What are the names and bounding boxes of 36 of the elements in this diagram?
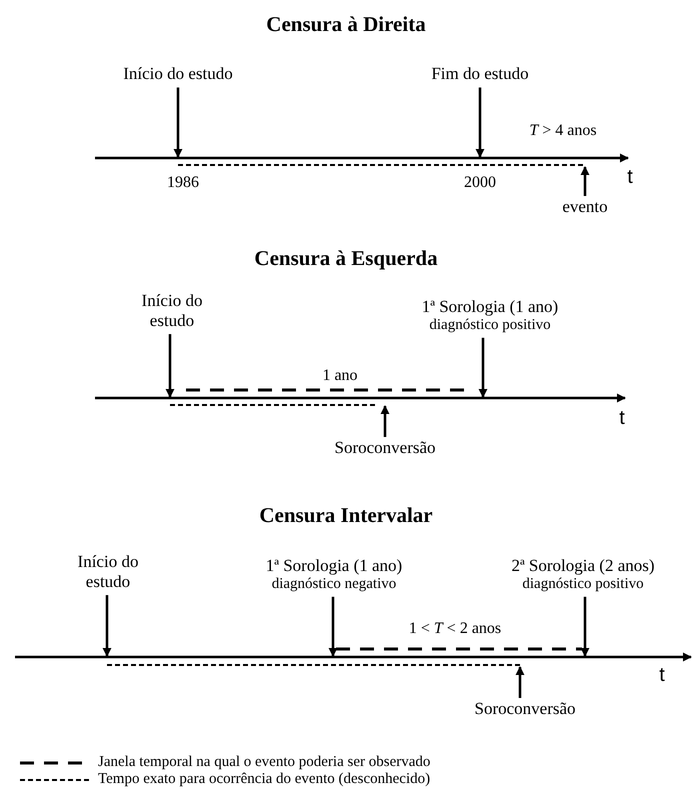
- arrow: [166, 334, 174, 398]
- arrow: [516, 666, 524, 698]
- result-label: diagnóstico positivo: [521, 576, 645, 593]
- duration-label: 1 < T < 2 anos: [408, 620, 502, 638]
- result-label: diagnóstico negativo: [270, 576, 398, 593]
- event-label: Início do estudo: [124, 291, 220, 330]
- result-label: diagnóstico positivo: [428, 316, 552, 334]
- arrow: [380, 405, 390, 437]
- event-label: Início do estudo: [123, 64, 233, 84]
- event-label: Fim do estudo: [431, 64, 529, 84]
- arrow: [476, 88, 484, 158]
- legend-text: Tempo exato para ocorrência do evento (desconhecido): [98, 771, 430, 788]
- event-label: Soroconversão: [334, 438, 436, 458]
- arrow: [328, 596, 338, 657]
- panel-heading: Censura à Direita: [266, 12, 426, 36]
- event-label: Início do estudo: [60, 552, 156, 592]
- axis-label: t: [659, 664, 665, 687]
- year-label: 1986: [167, 174, 199, 192]
- event-label: 2ª Sorologia (2 anos): [511, 556, 655, 576]
- year-label: 2000: [464, 174, 496, 192]
- panel-heading: Censura à Esquerda: [254, 246, 438, 270]
- panel-heading: Censura Intervalar: [259, 503, 433, 528]
- event-label: 1ª Sorologia (1 ano): [422, 297, 558, 317]
- arrow: [174, 88, 182, 158]
- arrow: [102, 595, 112, 657]
- axis-label: t: [619, 407, 625, 430]
- duration-label: 1 ano: [322, 367, 358, 386]
- arrow: [478, 338, 488, 398]
- legend-text: Janela temporal na qual o evento poderia ser observado: [98, 754, 430, 772]
- duration-label: T > 4 anos: [529, 122, 597, 140]
- arrow: [580, 166, 590, 196]
- arrow: [580, 596, 590, 657]
- event-label: 1ª Sorologia (1 ano): [266, 556, 402, 576]
- axis-label: t: [627, 166, 633, 189]
- event-label: Soroconversão: [474, 699, 576, 719]
- event-label: evento: [562, 197, 608, 217]
